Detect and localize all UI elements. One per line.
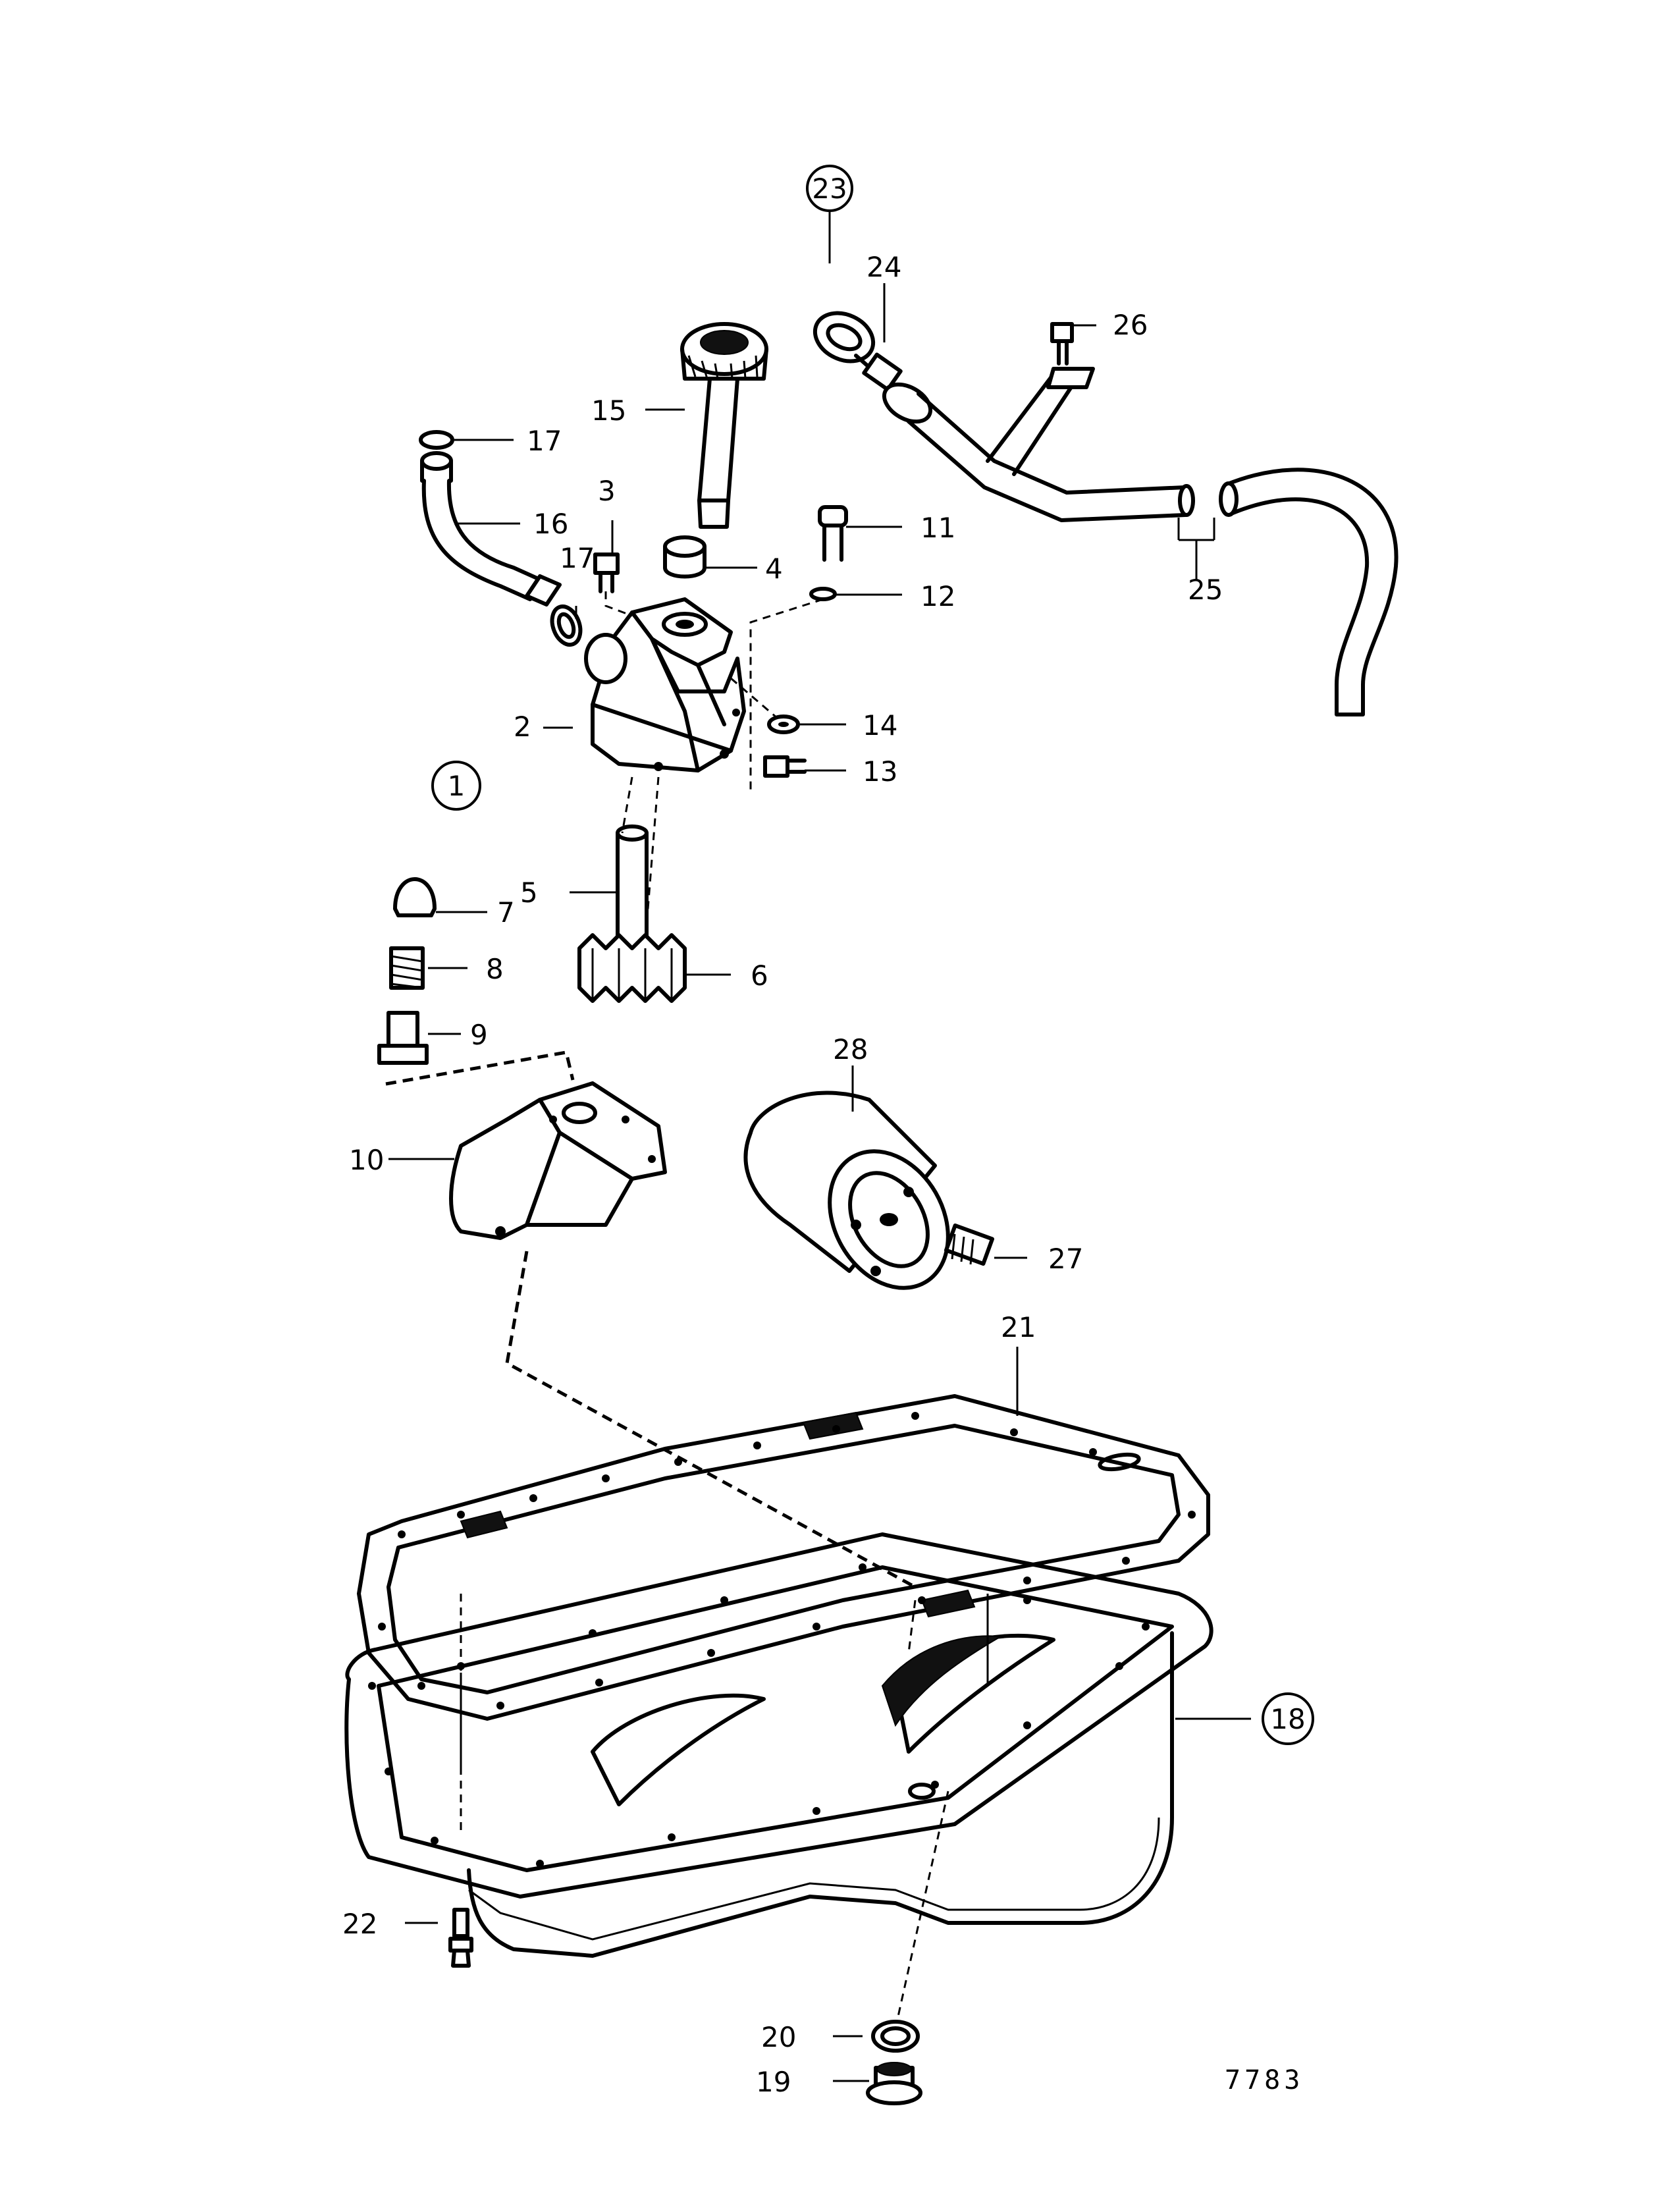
callout-13: 13 (863, 755, 897, 788)
dipstick-assembly (813, 311, 1399, 716)
drive-shaft-assembly (663, 322, 768, 579)
callout-11: 11 (920, 512, 955, 544)
callout-4: 4 (765, 553, 783, 585)
gasket-holes (378, 1412, 1196, 1710)
sump-gasket (357, 1394, 1210, 1721)
callout-17-top: 17 (527, 425, 562, 457)
callout-19: 19 (756, 2066, 791, 2098)
callout-3: 3 (598, 475, 616, 507)
callout-leaders (388, 211, 1251, 2082)
callout-18: 18 (1262, 1692, 1314, 1745)
svg-text:23: 23 (812, 173, 847, 205)
callout-1: 1 (431, 761, 481, 811)
callout-2: 2 (514, 711, 531, 743)
oil-sump (344, 1532, 1213, 2029)
callout-25: 25 (1188, 574, 1223, 606)
callout-5: 5 (520, 877, 538, 909)
pump-gears (577, 776, 687, 1003)
drawing-reference-number: 7783 (1225, 2065, 1304, 2095)
callout-6: 6 (751, 959, 768, 992)
callout-24: 24 (866, 251, 901, 283)
callout-28: 28 (833, 1033, 868, 1066)
callout-27: 27 (1048, 1243, 1083, 1275)
callout-14: 14 (863, 709, 897, 742)
callout-16: 16 (533, 508, 568, 540)
callout-15: 15 (591, 394, 626, 427)
callout-12: 12 (920, 580, 955, 612)
svg-text:18: 18 (1270, 1703, 1305, 1735)
callout-23: 23 (806, 165, 853, 212)
callout-8: 8 (486, 953, 504, 985)
callout-7: 7 (497, 896, 515, 929)
oil-pump-housing (584, 505, 848, 790)
oil-strainer (449, 1081, 917, 1589)
oil-filter (743, 1091, 995, 1290)
callout-9: 9 (470, 1019, 488, 1051)
oil-pipe-assembly (419, 430, 583, 647)
callout-17-lower: 17 (560, 542, 595, 574)
svg-text:1: 1 (448, 770, 466, 802)
drain-plugs (448, 1908, 922, 2105)
callout-22: 22 (342, 1908, 377, 1940)
callout-10: 10 (349, 1144, 384, 1176)
callout-21: 21 (1001, 1311, 1036, 1343)
callout-26: 26 (1113, 309, 1148, 341)
relief-valve (377, 877, 575, 1086)
callout-labels: 1 2 3 4 5 6 7 8 9 10 11 12 13 14 15 16 1… (342, 165, 1314, 2098)
callout-20: 20 (761, 2021, 796, 2053)
sump-flange-holes (368, 1563, 1150, 1868)
